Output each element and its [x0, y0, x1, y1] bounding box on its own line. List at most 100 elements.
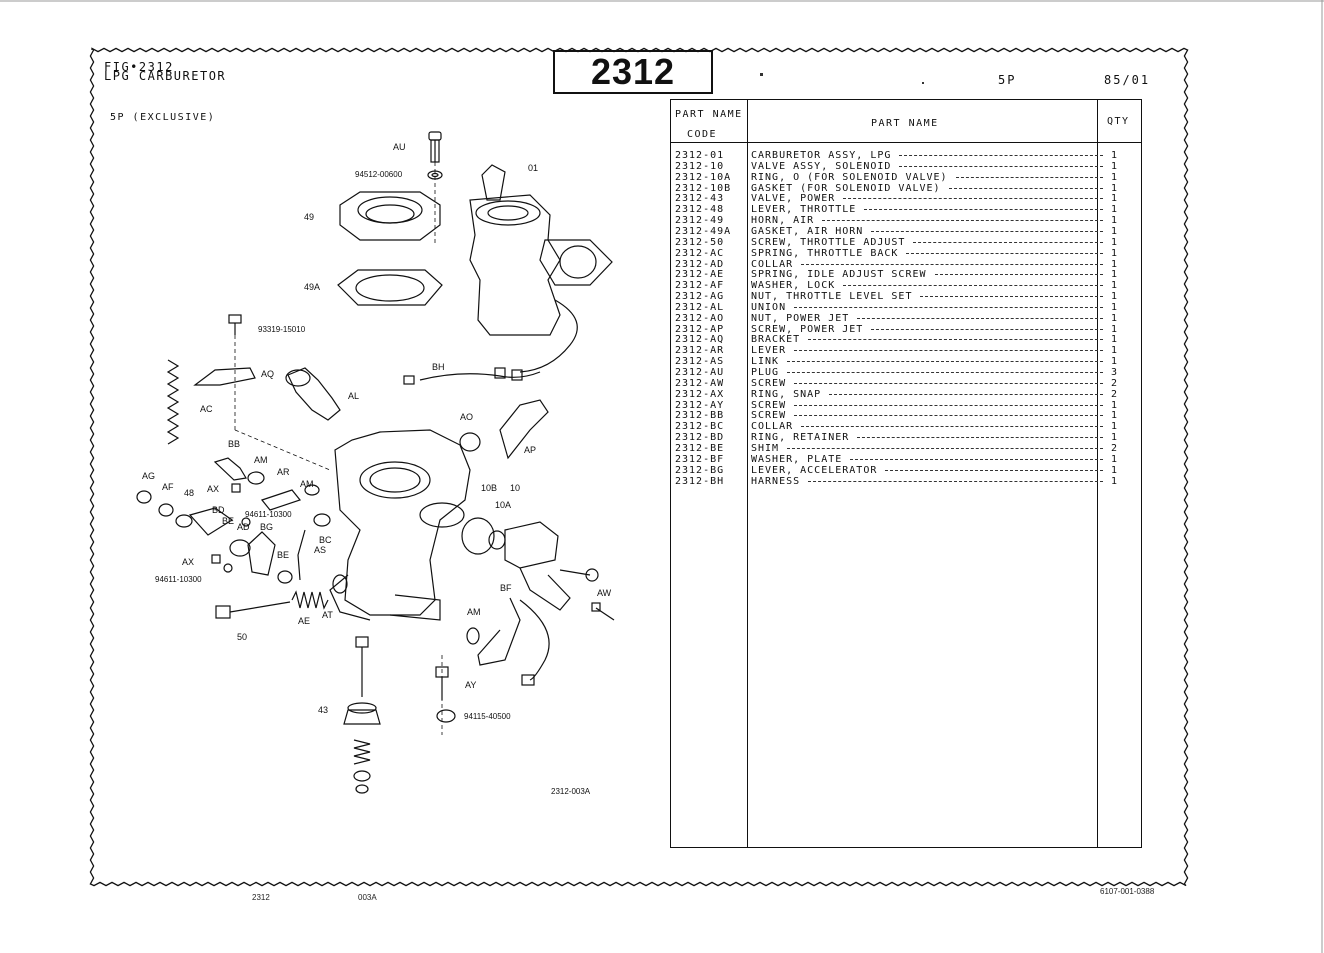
- callout-aw: AW: [597, 588, 612, 598]
- header-divider: [671, 142, 1141, 143]
- part-code: 2312-AG: [675, 291, 725, 303]
- part-code: 2312-AY: [675, 399, 725, 411]
- part-qty: 1: [1111, 182, 1119, 194]
- part-name: SHIM: [751, 442, 780, 454]
- model-label: 5P: [998, 73, 1017, 87]
- part-qty: 1: [1111, 312, 1119, 324]
- part-code: 2312-AO: [675, 312, 725, 324]
- callout-bg: BG: [260, 522, 274, 532]
- leader-line: [949, 187, 1103, 189]
- callout-ax-1: AX: [207, 484, 220, 494]
- edition-date: 85/01: [1104, 73, 1151, 87]
- part-name: LEVER, ACCELERATOR: [751, 464, 878, 476]
- part-name: SCREW, POWER JET: [751, 323, 864, 335]
- leader-line: [822, 220, 1103, 222]
- part-qty: 1: [1111, 291, 1119, 303]
- leader-line: [913, 241, 1103, 243]
- part-name: VALVE ASSY, SOLENOID: [751, 160, 892, 172]
- part-qty: 1: [1111, 204, 1119, 216]
- part-code: 2312-AC: [675, 247, 725, 259]
- leader-line: [843, 285, 1103, 287]
- figure-label: FIG•2312: [104, 60, 174, 74]
- part-qty: 1: [1111, 464, 1119, 476]
- part-code: 2312-AE: [675, 269, 725, 281]
- leader-line: [787, 361, 1103, 363]
- part-qty: 1: [1111, 410, 1119, 422]
- part-qty: 1: [1111, 225, 1119, 237]
- callout-at: AT: [322, 610, 333, 620]
- qty-column-header: QTY: [1107, 116, 1130, 127]
- part-qty: 2: [1111, 377, 1119, 389]
- figure-subtitle: 5P (EXCLUSIVE): [110, 112, 216, 123]
- leader-line: [920, 296, 1103, 298]
- part-qty: 1: [1111, 356, 1119, 368]
- part-code: 2312-50: [675, 236, 725, 248]
- part-qty: 1: [1111, 280, 1119, 292]
- callout-as: AS: [314, 545, 327, 555]
- leader-line: [808, 480, 1103, 482]
- part-qty: 1: [1111, 171, 1119, 183]
- leader-line: [871, 328, 1103, 330]
- part-qty: 1: [1111, 345, 1119, 357]
- scan-dot: [922, 82, 924, 84]
- callout-ay: AY: [465, 680, 477, 690]
- leader-line: [956, 176, 1103, 178]
- part-name: WASHER, LOCK: [751, 280, 836, 292]
- figure-number: 2312: [590, 51, 676, 92]
- part-qty: 1: [1111, 215, 1119, 227]
- callout-am-1: AM: [254, 455, 268, 465]
- leader-line: [787, 372, 1103, 373]
- leader-line: [801, 426, 1103, 428]
- code-column-header-line2: CODE: [687, 129, 718, 140]
- part-name: SPRING, THROTTLE BACK: [751, 247, 899, 259]
- callout-bf: BF: [500, 583, 512, 593]
- part-code: 2312-BE: [675, 442, 725, 454]
- part-code: 2312-BF: [675, 453, 725, 465]
- part-qty: 1: [1111, 323, 1119, 335]
- part-qty: 1: [1111, 269, 1119, 281]
- part-code: 2312-BH: [675, 475, 725, 487]
- part-qty: 1: [1111, 258, 1119, 270]
- part-code: 2312-10B: [675, 182, 732, 194]
- callout-aq: AQ: [261, 369, 275, 379]
- part-name: LEVER: [751, 345, 787, 357]
- callout-49: 49: [304, 212, 315, 222]
- callout-49a: 49A: [304, 282, 321, 292]
- callout-be-2: BE: [277, 550, 290, 560]
- callout-01: 01: [528, 163, 539, 173]
- callout-bh: BH: [432, 362, 445, 372]
- part-qty: 1: [1111, 334, 1119, 346]
- part-code: 2312-AX: [675, 388, 725, 400]
- callout-ao: AO: [460, 412, 474, 422]
- callout-50: 50: [237, 632, 248, 642]
- leader-line: [871, 230, 1103, 232]
- part-name: BRACKET: [751, 334, 801, 346]
- footer-doc-number: 6107-001-0388: [1100, 887, 1155, 896]
- callout-10a: 10A: [495, 500, 512, 510]
- drawing-reference: 2312-003A: [551, 787, 591, 796]
- part-qty: 1: [1111, 301, 1119, 313]
- leader-line: [850, 458, 1103, 460]
- part-name: SCREW: [751, 399, 787, 411]
- leader-line: [794, 350, 1103, 352]
- part-code: 2312-AD: [675, 258, 725, 270]
- part-code: 2312-48: [675, 204, 725, 216]
